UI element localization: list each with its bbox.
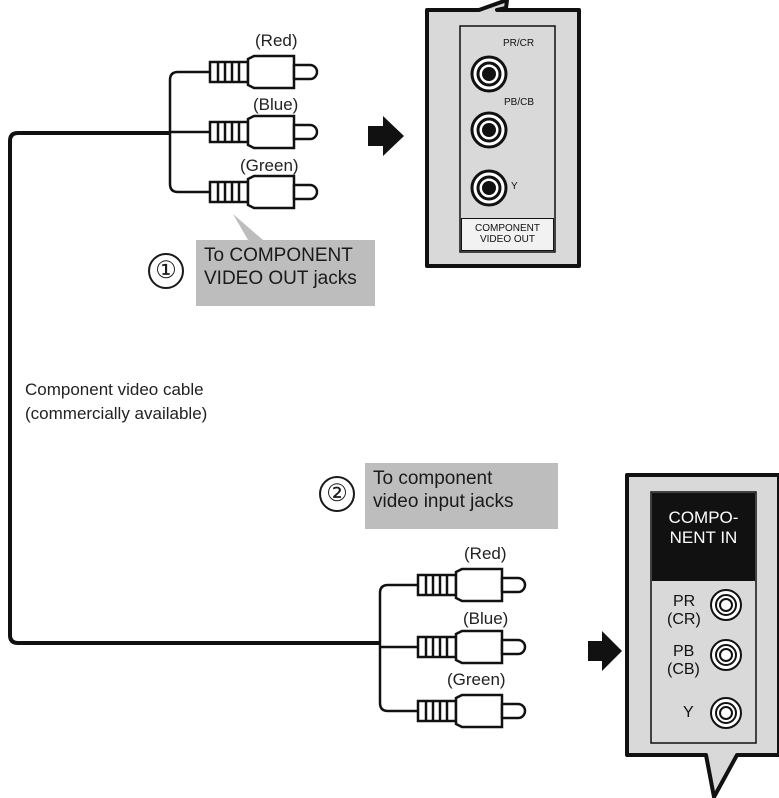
step-2-marker: ②: [319, 476, 355, 512]
blue-label-top: (Blue): [253, 95, 299, 114]
blue-plug-top: [208, 114, 319, 150]
right-arrow-top: [368, 116, 404, 156]
top-cable-split: [168, 70, 210, 194]
jack-pb-icon: [470, 111, 508, 149]
comp-out-line1: COMPONENT: [475, 223, 540, 234]
tv-jack-y-icon: [710, 697, 742, 729]
jack-pr-icon: [470, 55, 508, 93]
tv-jack-pb-icon: [710, 639, 742, 671]
right-arrow-bottom: [588, 631, 622, 671]
green-label-bottom: (Green): [447, 670, 506, 689]
step-1-marker: ①: [148, 253, 184, 289]
red-label-top: (Red): [255, 31, 298, 50]
callout1-line2: VIDEO OUT jacks: [204, 268, 357, 289]
cable-label-line2: (commercially available): [25, 404, 208, 423]
cable-label: Component video cable (commercially avai…: [25, 378, 207, 426]
tv-y-label: Y: [683, 704, 694, 721]
callout1-line1: To COMPONENT: [204, 245, 353, 266]
comp-out-line2: VIDEO OUT: [479, 234, 535, 245]
component-in-line1: COMPO-: [668, 508, 739, 527]
tv-pr-line1: PR: [673, 593, 696, 610]
blue-plug-bottom: [416, 629, 527, 665]
callout2-line2: video input jacks: [373, 491, 514, 512]
tv-jack-pr-icon: [710, 589, 742, 621]
tv-pb-label: PB (CB): [667, 643, 700, 679]
red-plug-top: [208, 54, 319, 90]
callout-component-in: To component video input jacks: [365, 463, 558, 529]
jack-pr-label: PR/CR: [503, 38, 535, 49]
component-in-line2: NENT IN: [669, 528, 738, 547]
callout2-line1: To component: [373, 468, 493, 489]
tv-pr-label: PR (CR): [667, 593, 701, 629]
component-video-cable: [8, 131, 380, 645]
red-plug-bottom: [416, 567, 527, 603]
blue-label-bottom: (Blue): [463, 609, 509, 628]
red-label-bottom: (Red): [464, 544, 507, 563]
jack-pb-label: PB/CB: [504, 97, 535, 108]
callout1-pointer: [233, 214, 263, 240]
green-label-top: (Green): [240, 156, 299, 175]
component-in-title: COMPO- NENT IN: [652, 493, 755, 581]
component-video-out-box: COMPONENT VIDEO OUT: [461, 218, 554, 251]
tv-pb-line2: (CB): [667, 661, 700, 678]
jack-y-icon: [470, 169, 508, 207]
tv-pr-line2: (CR): [667, 611, 701, 628]
cable-label-line1: Component video cable: [25, 380, 204, 399]
bottom-cable-split: [378, 583, 418, 713]
callout-component-out: To COMPONENT VIDEO OUT jacks: [196, 240, 375, 306]
tv-pb-line1: PB: [673, 643, 695, 660]
green-plug-bottom: [416, 693, 527, 729]
jack-y-label: Y: [511, 181, 518, 192]
green-plug-top: [208, 174, 319, 210]
